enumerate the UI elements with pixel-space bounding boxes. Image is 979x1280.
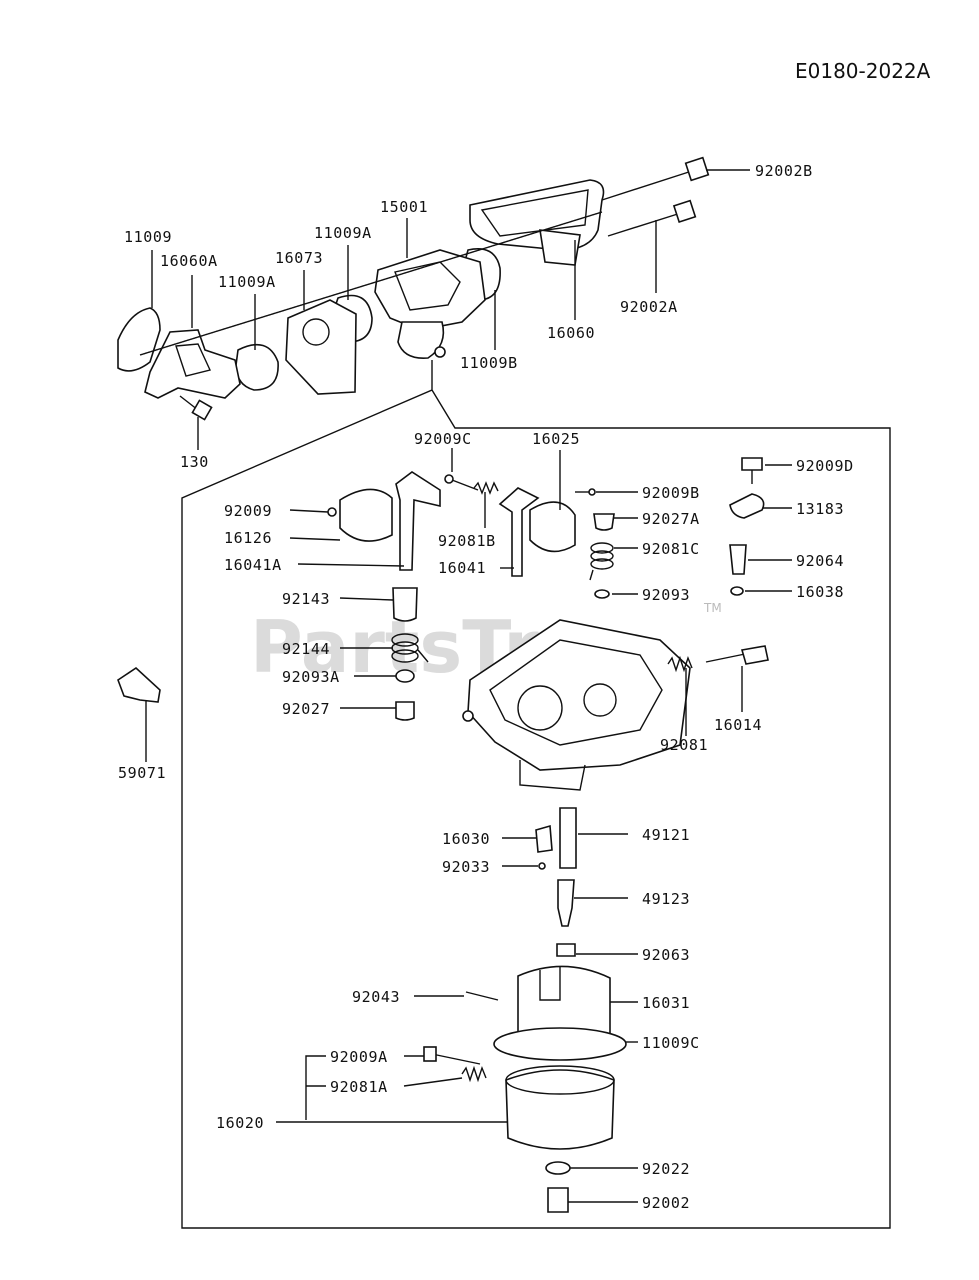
carburetor-15001-shape	[374, 249, 486, 359]
label-16038[interactable]: 16038	[796, 583, 844, 601]
label-16126[interactable]: 16126	[224, 529, 272, 547]
label-92009C[interactable]: 92009C	[414, 430, 472, 448]
label-16025[interactable]: 16025	[532, 430, 580, 448]
exploded-view-frame	[181, 360, 891, 1229]
label-49121[interactable]: 49121	[642, 826, 690, 844]
screw-92009B-shape	[575, 488, 596, 496]
diagram-code: E0180-2022A	[795, 59, 931, 83]
screw-92009-shape	[327, 507, 337, 517]
washer-92093A-shape	[395, 669, 415, 683]
label-11009A-1[interactable]: 11009A	[218, 273, 276, 291]
bolt-92002-shape	[547, 1187, 569, 1213]
screw-92009D-shape	[741, 457, 763, 484]
label-59071[interactable]: 59071	[118, 764, 166, 782]
choke-shaft-16041A-shape	[395, 471, 441, 571]
nozzle-16030-shape	[535, 824, 553, 853]
watermark-trademark: TM	[703, 601, 722, 615]
label-92002A[interactable]: 92002A	[620, 298, 678, 316]
bolt-130-shape	[179, 395, 213, 421]
label-16060A[interactable]: 16060A	[160, 252, 218, 270]
spring-92081C-shape	[589, 542, 614, 581]
intake-assembly	[117, 156, 710, 421]
label-13183[interactable]: 13183	[796, 500, 844, 518]
carburetor-exploded-parts	[117, 457, 769, 1213]
washer-92063-shape	[556, 943, 576, 957]
collar-92027A-shape	[593, 513, 615, 531]
washer-92093-shape	[594, 589, 610, 599]
label-92093[interactable]: 92093	[642, 586, 690, 604]
label-92144[interactable]: 92144	[282, 640, 330, 658]
label-16041[interactable]: 16041	[438, 559, 486, 577]
pin-92043-shape	[465, 991, 499, 1001]
label-16030[interactable]: 16030	[442, 830, 490, 848]
label-15001[interactable]: 15001	[380, 198, 428, 216]
label-11009[interactable]: 11009	[124, 228, 172, 246]
label-16060[interactable]: 16060	[547, 324, 595, 342]
screw-92009A-shape	[423, 1046, 481, 1065]
label-92009A[interactable]: 92009A	[330, 1048, 388, 1066]
label-16031[interactable]: 16031	[642, 994, 690, 1012]
leader-lines	[145, 169, 792, 1203]
washer-92022-shape	[545, 1161, 571, 1175]
label-92064[interactable]: 92064	[796, 552, 844, 570]
gasket-11009-shape	[117, 307, 161, 372]
label-92002B[interactable]: 92002B	[755, 162, 813, 180]
label-11009B[interactable]: 11009B	[460, 354, 518, 372]
collar-92027-shape	[395, 701, 415, 721]
label-92143[interactable]: 92143	[282, 590, 330, 608]
bolt-92002B-shape	[601, 156, 710, 201]
choke-plate-16126-shape	[339, 488, 393, 542]
carburetor-body-shape	[462, 619, 691, 791]
label-11009C[interactable]: 11009C	[642, 1034, 700, 1052]
label-92063[interactable]: 92063	[642, 946, 690, 964]
label-92081[interactable]: 92081	[660, 736, 708, 754]
label-92093A[interactable]: 92093A	[282, 668, 340, 686]
throttle-shaft-16041-shape	[498, 487, 576, 577]
spring-92081-shape	[667, 655, 693, 673]
label-16073[interactable]: 16073	[275, 249, 323, 267]
bolt-92002A-shape	[607, 199, 697, 237]
label-16041A[interactable]: 16041A	[224, 556, 282, 574]
spring-92081A-shape	[461, 1065, 487, 1083]
label-92022[interactable]: 92022	[642, 1160, 690, 1178]
label-11009A-2[interactable]: 11009A	[314, 224, 372, 242]
label-16020[interactable]: 16020	[216, 1114, 264, 1132]
needle-16014-shape	[705, 645, 769, 665]
tube-49121-shape	[559, 807, 577, 869]
label-49123[interactable]: 49123	[642, 890, 690, 908]
intake-pipe-16060A-shape	[144, 329, 241, 399]
label-92081A[interactable]: 92081A	[330, 1078, 388, 1096]
part-labels: 92002B 92002A 11009 16060A 15001 11009A …	[118, 162, 854, 1212]
label-92009[interactable]: 92009	[224, 502, 272, 520]
air-horn-16060-shape	[469, 179, 605, 266]
gasket-11009C-shape	[493, 1027, 627, 1061]
bushing-92143-shape	[392, 587, 418, 622]
label-92002[interactable]: 92002	[642, 1194, 690, 1212]
gasket-11009A-1-shape	[235, 343, 279, 391]
label-92009D[interactable]: 92009D	[796, 457, 854, 475]
label-92043[interactable]: 92043	[352, 988, 400, 1006]
o-ring-16038-shape	[730, 586, 744, 596]
screw-92009C-shape	[444, 474, 479, 491]
label-16014[interactable]: 16014	[714, 716, 762, 734]
label-92033[interactable]: 92033	[442, 858, 490, 876]
label-92009B[interactable]: 92009B	[642, 484, 700, 502]
label-92081C[interactable]: 92081C	[642, 540, 700, 558]
clip-92033-shape	[538, 862, 546, 870]
float-bowl-16020-shape	[505, 1065, 615, 1150]
spring-92081B-shape	[473, 481, 499, 495]
elbow-59071-shape	[117, 666, 161, 703]
insulator-16073-shape	[285, 299, 357, 395]
label-130[interactable]: 130	[180, 453, 209, 471]
jet-49123-shape	[557, 879, 575, 927]
label-92027A[interactable]: 92027A	[642, 510, 700, 528]
label-92081B[interactable]: 92081B	[438, 532, 496, 550]
label-92027[interactable]: 92027	[282, 700, 330, 718]
lever-13183-shape	[729, 493, 765, 519]
screw-92064-shape	[729, 544, 747, 575]
